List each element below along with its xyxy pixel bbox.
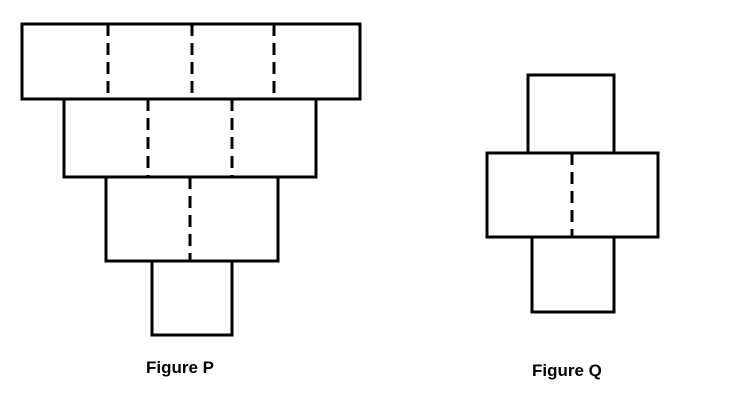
figure-p	[20, 22, 362, 337]
figure-p-row2-outline	[62, 97, 318, 179]
figure-q-bottom-outline	[530, 235, 616, 314]
figure-p-caption: Figure P	[146, 358, 215, 377]
figure-q	[485, 73, 660, 314]
figure-q-top-outline	[526, 73, 616, 155]
figure-p-row4-outline	[150, 259, 234, 337]
figure-q-caption: Figure Q	[532, 361, 602, 380]
figure-p-row3-outline	[104, 175, 280, 263]
